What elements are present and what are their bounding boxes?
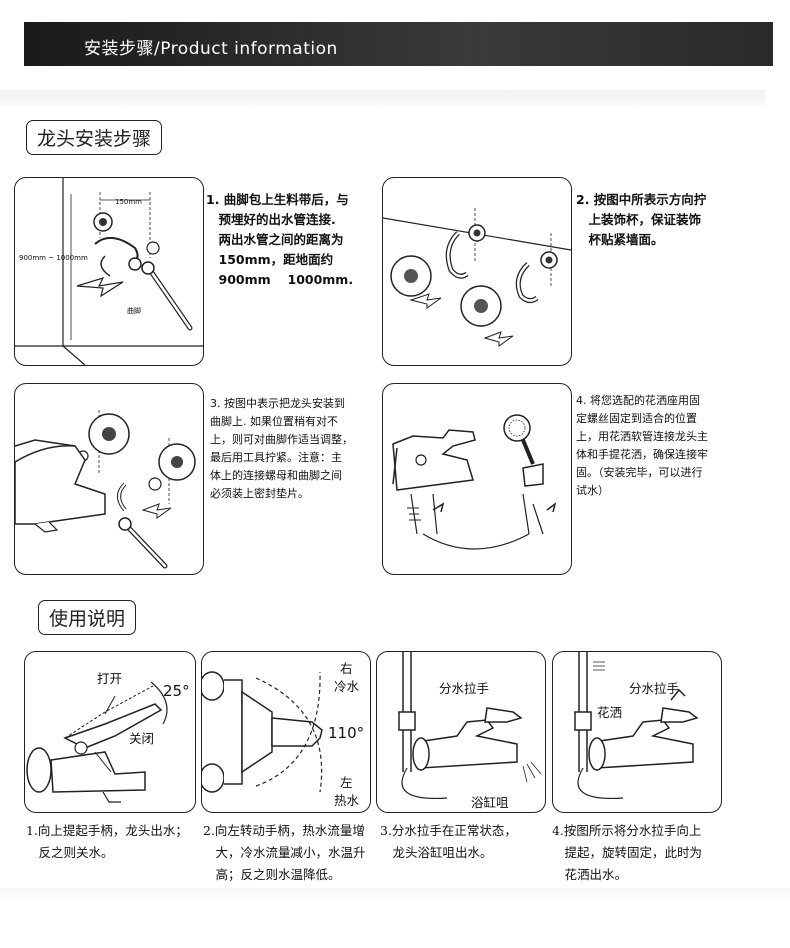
- usage2-illustration: 右 冷水 110° 左 热水: [201, 651, 371, 813]
- step4-drawing: [392, 414, 557, 550]
- header-bar: 安装步骤/Product information: [24, 22, 773, 66]
- usage1-drawing: [26, 681, 168, 803]
- step3-text: 3. 按图中表示把龙头安装到 曲脚上. 如果位置稍有对不 上，则可对曲脚作适当调…: [210, 397, 353, 500]
- step2-illustration: [382, 177, 572, 366]
- left-label: 左: [340, 775, 353, 790]
- step3-drawing: [15, 410, 196, 569]
- hot-water-label: 热水: [334, 793, 360, 808]
- step1-text: 1. 曲脚包上生料带后，与 预埋好的出水管连接. 两出水管之间的距离为 150m…: [206, 192, 354, 287]
- angle-label: 25°: [163, 682, 190, 700]
- close-label: 关闭: [129, 731, 155, 746]
- tub-spout-label: 浴缸咀: [471, 795, 509, 810]
- cold-water-label: 冷水: [334, 679, 360, 694]
- diverter-label: 分水拉手: [629, 681, 680, 696]
- install-section-tag: 龙头安装步骤: [26, 120, 163, 155]
- step4-illustration: [382, 383, 572, 575]
- open-label: 打开: [97, 671, 123, 686]
- elbow-label: 曲脚: [127, 307, 141, 315]
- usage2-caption: 2.向左转动手柄，热水流量增 大，冷水流量减小，水温升 高；反之则水温降低。: [203, 823, 366, 882]
- usage4-caption: 4.按图所示将分水拉手向上 提起，旋转固定，此时为 花洒出水。: [552, 823, 703, 882]
- usage1-caption: 1.向上提起手柄，龙头出水； 反之则关水。: [26, 823, 188, 860]
- step1-illustration: 150mm 900mm ~ 1000mm 曲脚: [14, 177, 204, 366]
- usage3-caption: 3.分水拉手在正常状态， 龙头浴缸咀出水。: [380, 823, 517, 860]
- usage3-drawing: [398, 652, 542, 800]
- step4-text: 4. 将您选配的花洒座用固 定螺丝固定到适合的位置 上，用花洒软管连接龙头主 体…: [576, 394, 708, 497]
- usage2-drawing: [202, 671, 323, 793]
- usage4-drawing: [574, 652, 699, 800]
- step2-drawing: [383, 208, 571, 347]
- right-label: 右: [340, 661, 353, 676]
- bottom-strip: [0, 888, 790, 902]
- step3-illustration: [14, 383, 204, 575]
- divider-strip: [0, 90, 765, 106]
- height-label: 900mm ~ 1000mm: [19, 254, 88, 262]
- step2-text: 2. 按图中所表示方向拧 上装饰杯，保证装饰 杯贴紧墙面。: [576, 192, 707, 247]
- usage1-illustration: 打开 关闭 25°: [24, 651, 196, 813]
- usage-section-tag: 使用说明: [38, 600, 137, 635]
- usage4-illustration: 分水拉手 花洒: [552, 651, 722, 813]
- page-title: 安装步骤/Product information: [84, 39, 338, 59]
- step1-drawing: [15, 178, 203, 365]
- usage3-illustration: 分水拉手 浴缸咀: [376, 651, 546, 813]
- rotation-angle-label: 110°: [328, 724, 365, 742]
- spacing-label: 150mm: [115, 198, 142, 206]
- diverter-label: 分水拉手: [439, 681, 490, 696]
- shower-label: 花洒: [597, 705, 623, 720]
